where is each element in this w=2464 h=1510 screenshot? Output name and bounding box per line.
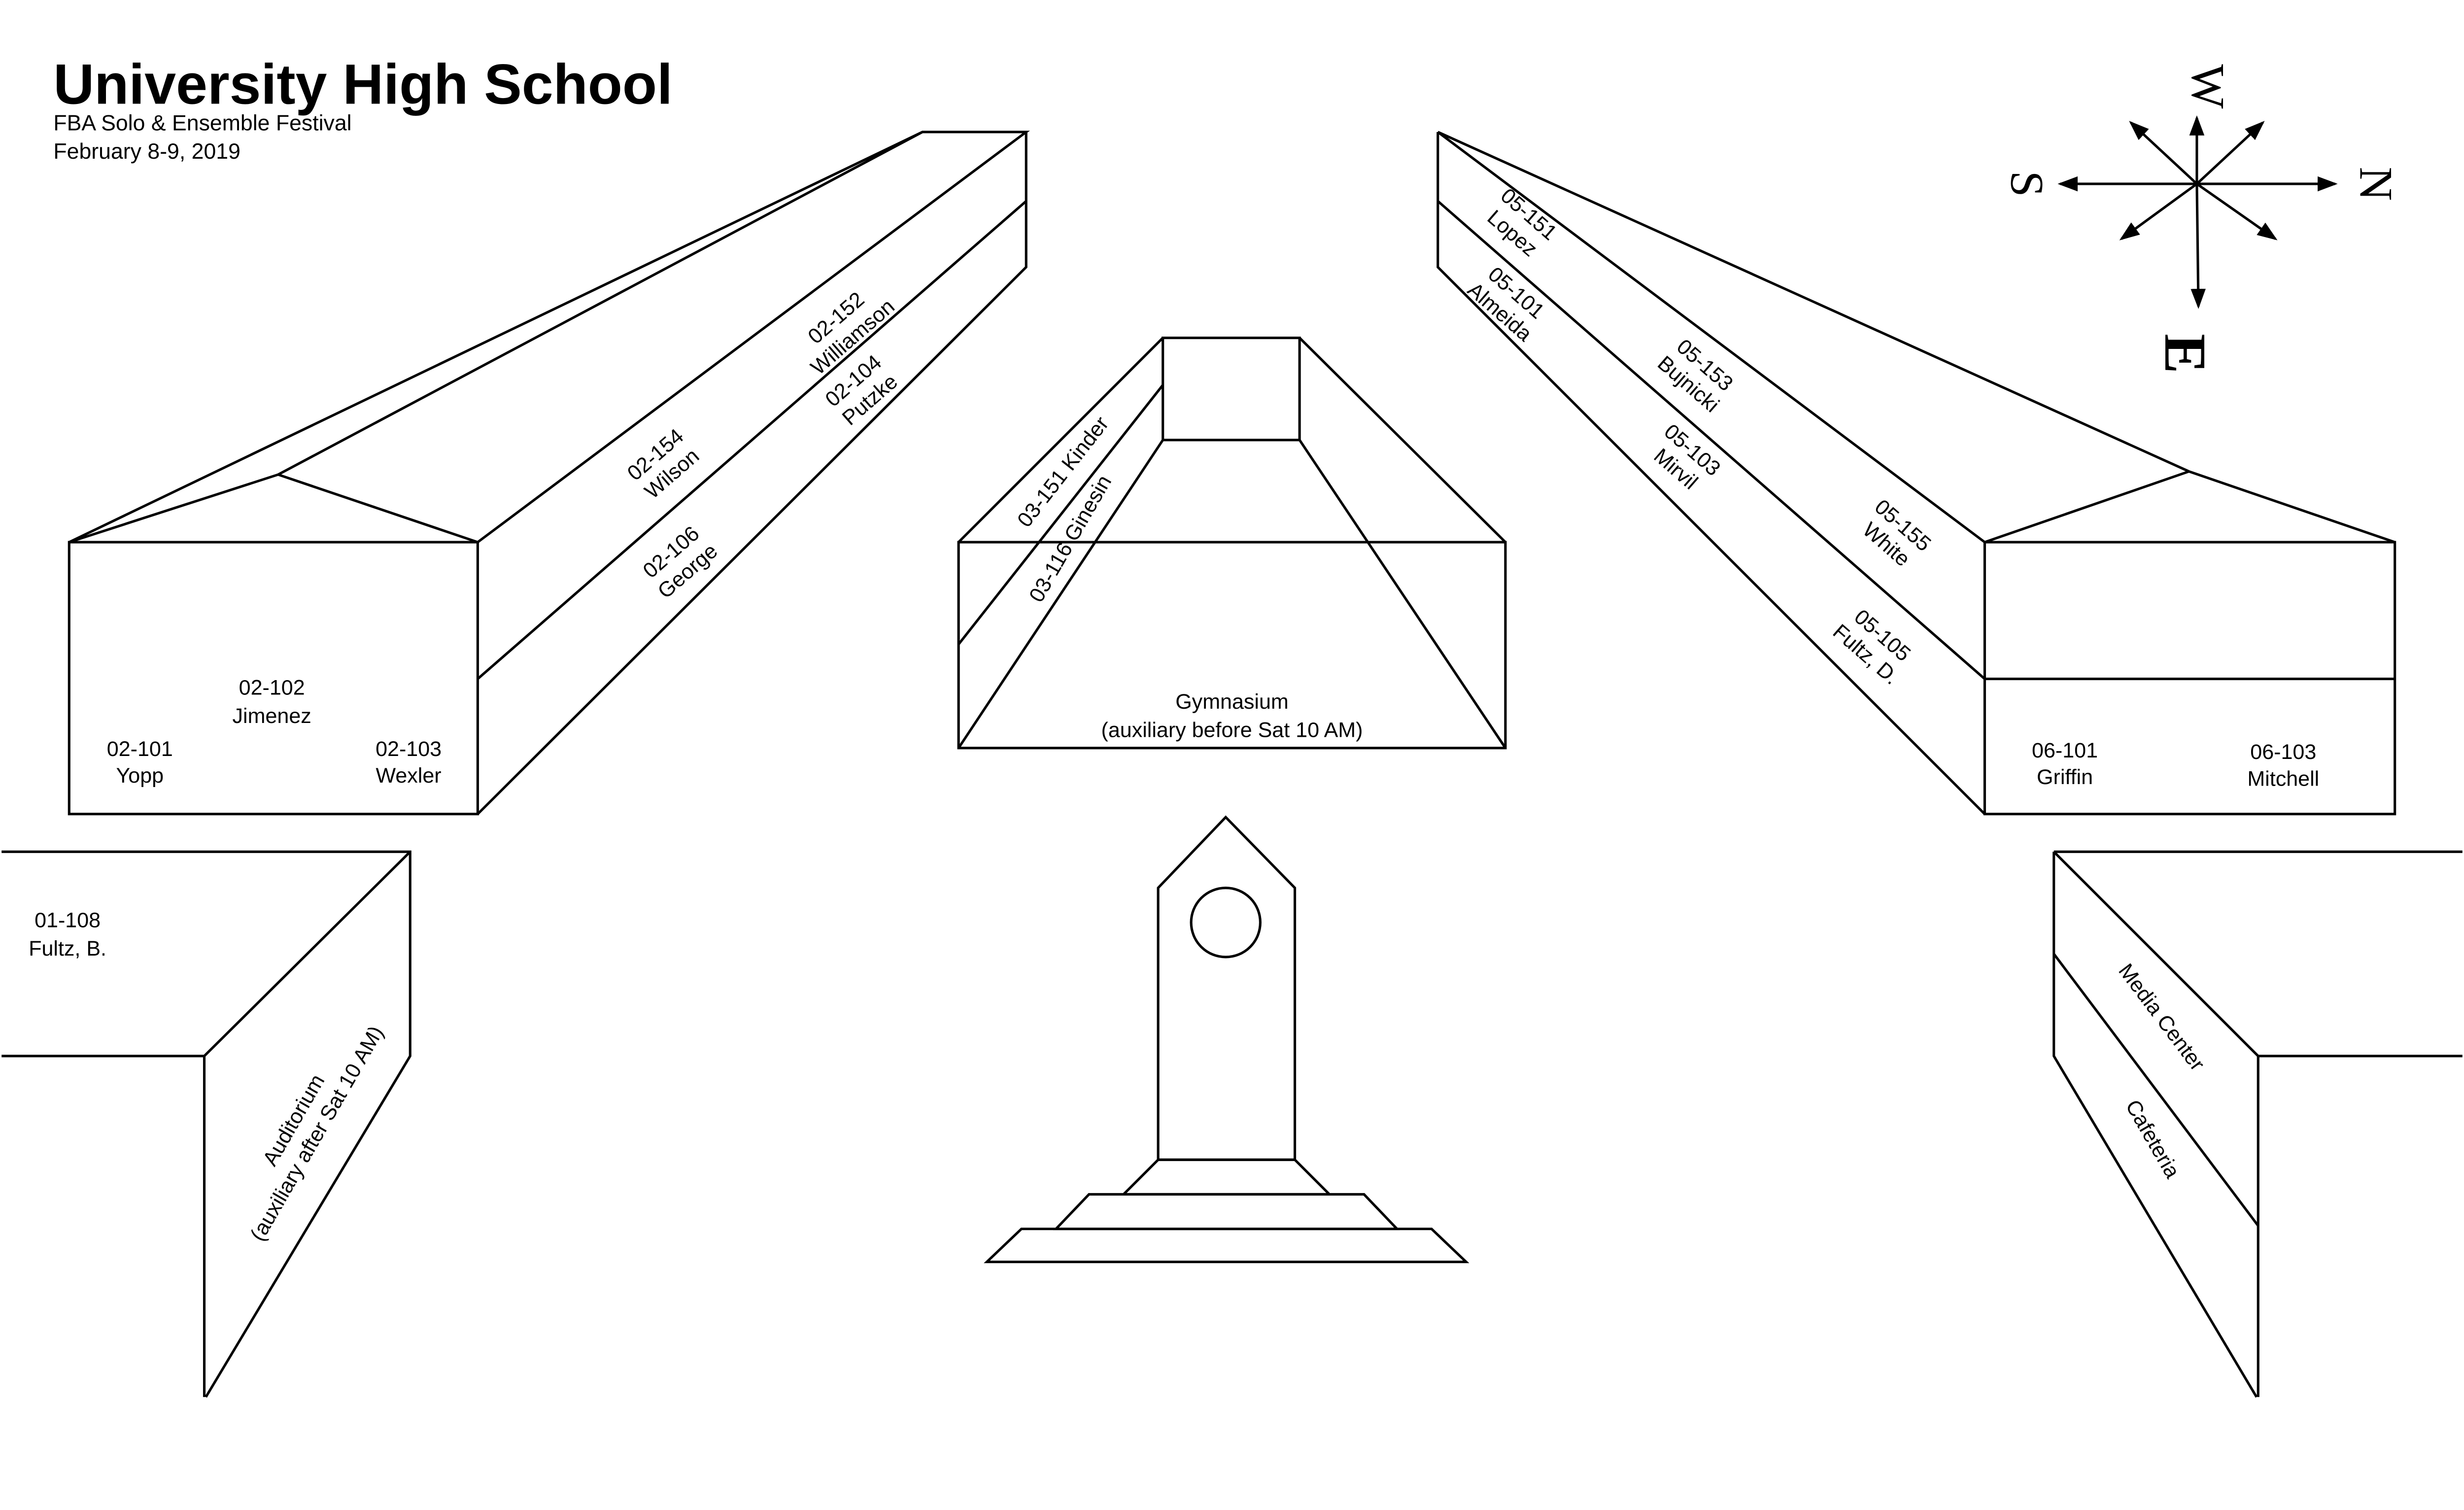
room-label: 02-101 <box>107 737 173 761</box>
header: University High School FBA Solo & Ensemb… <box>53 53 672 164</box>
room-label: 06-101 <box>2032 739 2098 762</box>
page-title: University High School <box>53 53 672 116</box>
media-cafeteria-building: Media Center Cafeteria <box>2053 850 2463 1398</box>
compass-arrow-sw <box>2129 121 2198 185</box>
compass-w: W <box>2182 64 2234 109</box>
room-label: 06-103 <box>2250 740 2316 764</box>
teacher-label: Mitchell <box>2247 767 2319 790</box>
room-label: 01-108 <box>34 908 101 932</box>
compass-e: E <box>2152 334 2218 374</box>
compass-arrow-se <box>2119 183 2198 240</box>
teacher-label: Jimenez <box>233 704 311 728</box>
cafeteria-label: Cafeteria <box>2121 1096 2185 1182</box>
compass-n: N <box>2350 167 2402 201</box>
gym-label: Gymnasium <box>1175 690 1289 714</box>
gym-note: (auxiliary before Sat 10 AM) <box>1101 719 1363 742</box>
compass: W S N E <box>2001 64 2402 374</box>
campus-map: University High School FBA Solo & Ensemb… <box>1 53 2463 1398</box>
teacher-label: Fultz, B. <box>29 937 106 961</box>
teacher-label: Griffin <box>2037 765 2093 789</box>
building-02: 02-101 Yopp 02-102 Jimenez 02-103 Wexler… <box>68 131 1030 816</box>
building-01-auditorium: 01-108 Fultz, B. Auditorium(auxiliary af… <box>1 850 411 1398</box>
dates: February 8-9, 2019 <box>53 139 240 164</box>
compass-s: S <box>2001 171 2053 197</box>
media-center-label: Media Center <box>2114 960 2209 1075</box>
teacher-label: Wexler <box>376 764 442 788</box>
compass-arrow-ne <box>2196 182 2278 240</box>
compass-arrow-e <box>2190 184 2206 309</box>
gymnasium: 03-151 Kinder 03-116 Ginesin Gymnasium (… <box>957 337 1507 750</box>
teacher-label: Yopp <box>116 764 164 788</box>
subtitle: FBA Solo & Ensemble Festival <box>53 111 351 136</box>
room-label: 02-103 <box>376 737 442 761</box>
compass-arrow-nw <box>2196 121 2265 185</box>
room-label: 02-102 <box>239 676 305 699</box>
monument <box>984 815 1470 1264</box>
